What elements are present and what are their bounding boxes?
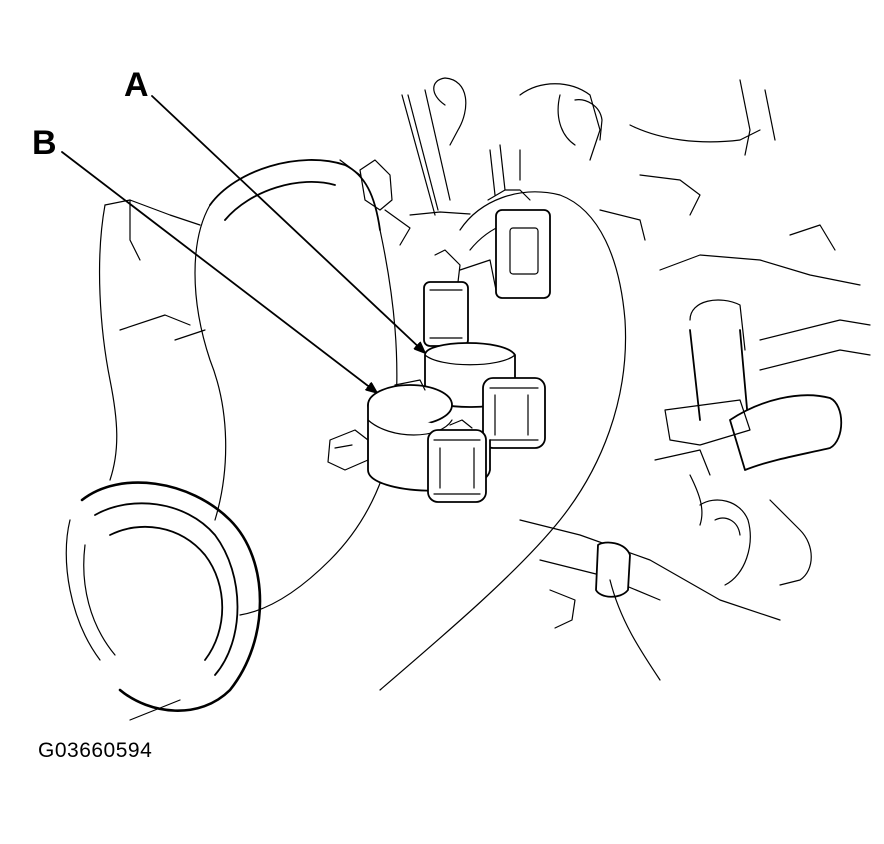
sensor-a (423, 281, 546, 449)
arrow-b (61, 151, 376, 392)
right-assembly (519, 79, 871, 681)
arrow-a (151, 95, 424, 352)
figure-id: G03660594 (38, 739, 153, 762)
upper-wiring (339, 77, 521, 246)
upper-connector (409, 189, 551, 299)
sensor-b (327, 379, 491, 503)
callout-label-a: A (124, 66, 149, 104)
callout-label-b: B (32, 124, 57, 162)
left-housing (98, 199, 206, 481)
callout-arrows (61, 95, 424, 392)
intake-duct (65, 481, 262, 721)
